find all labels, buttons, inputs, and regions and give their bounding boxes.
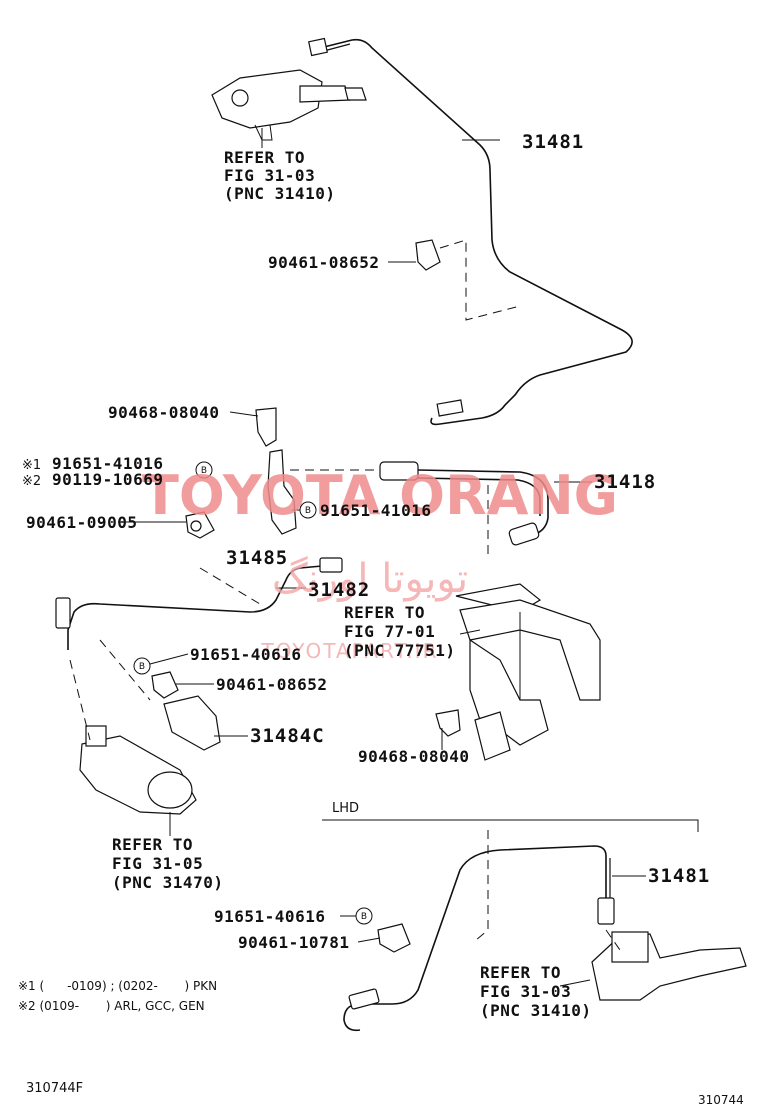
pipe-31481-lhd (343, 845, 607, 1032)
watermark-main: TOYOTA ORANG (142, 464, 618, 527)
label-90461-09005: 90461-09005 (26, 513, 137, 532)
label-91651-40616-lhd: 91651-40616 (214, 907, 325, 926)
clip-90468-08040-bot (435, 709, 461, 737)
circle-b-marker-3: B (133, 657, 151, 675)
svg-text:FIG 77-01: FIG 77-01 (344, 622, 435, 641)
footnote-1: ※1 ( -0109) ; (0202- ) PKN (18, 979, 217, 993)
circle-b-marker-4: B (355, 907, 373, 925)
section-label-lhd: LHD (332, 801, 359, 816)
watermark-arabic: تويوتا اورنگ (272, 556, 468, 602)
refer-to-fig-31-03-lhd: REFER TO FIG 31-03 (PNC 31410) (480, 963, 591, 1020)
pipe-31481-top (319, 38, 633, 426)
marker-2: ※2 (22, 474, 41, 489)
figure-code-left: 310744F (26, 1081, 83, 1096)
svg-text:(PNC 31410): (PNC 31410) (224, 184, 335, 203)
bracket-31485 (267, 449, 297, 535)
clip-90468-08040-top (255, 407, 277, 447)
svg-text:B: B (305, 506, 311, 516)
svg-text:(PNC 31410): (PNC 31410) (480, 1001, 591, 1020)
label-90461-08652-top: 90461-08652 (268, 253, 379, 272)
svg-text:REFER TO: REFER TO (344, 603, 425, 622)
label-91651-40616-mid: 91651-40616 (190, 645, 301, 664)
release-cylinder (79, 725, 197, 815)
svg-text:B: B (361, 912, 367, 922)
circle-b-marker-1: B (195, 461, 213, 479)
clutch-master-cylinder-top (211, 69, 367, 141)
svg-text:FIG 31-05: FIG 31-05 (112, 854, 203, 873)
svg-text:B: B (139, 662, 145, 672)
hose-31418 (379, 461, 549, 546)
label-31418: 31418 (594, 471, 656, 493)
label-91651-41016-a: 91651-41016 (52, 454, 163, 473)
label-31482: 31482 (308, 579, 370, 601)
refer-to-fig-31-05: REFER TO FIG 31-05 (PNC 31470) (112, 835, 223, 892)
svg-text:REFER TO: REFER TO (224, 148, 305, 167)
figure-code-right: 310744 (698, 1093, 744, 1107)
label-91651-41016-b: 91651-41016 (320, 501, 431, 520)
label-90461-08652-mid: 90461-08652 (216, 675, 327, 694)
footnote-2: ※2 (0109- ) ARL, GCC, GEN (18, 999, 205, 1013)
svg-text:REFER TO: REFER TO (112, 835, 193, 854)
circle-b-marker-2: B (299, 501, 317, 519)
label-90461-10781: 90461-10781 (238, 933, 349, 952)
lhd-divider (322, 819, 699, 832)
marker-1: ※1 (22, 458, 41, 473)
pipe-31482 (67, 565, 323, 650)
label-31481-lhd: 31481 (648, 865, 710, 887)
label-90119-10669: 90119-10669 (52, 470, 163, 489)
refer-to-fig-31-03-top: REFER TO FIG 31-03 (PNC 31410) (224, 148, 335, 203)
refer-to-fig-77-01: REFER TO FIG 77-01 (PNC 77751) (344, 603, 455, 660)
bracket-31484C (163, 695, 221, 751)
svg-text:REFER TO: REFER TO (480, 963, 561, 982)
label-90468-08040-top: 90468-08040 (108, 403, 219, 422)
label-31485: 31485 (226, 547, 288, 569)
label-31481-top: 31481 (522, 131, 584, 153)
svg-text:(PNC 31470): (PNC 31470) (112, 873, 223, 892)
svg-text:FIG 31-03: FIG 31-03 (480, 982, 571, 1001)
label-90468-08040-bot: 90468-08040 (358, 747, 469, 766)
svg-text:(PNC 77751): (PNC 77751) (344, 641, 455, 660)
watermark-site: TOYOTAPART.IR (261, 639, 439, 663)
clamp-90461-08652-mid (151, 671, 179, 699)
pedal-bracket (455, 583, 601, 761)
label-31484C: 31484C (250, 725, 325, 747)
svg-text:FIG 31-03: FIG 31-03 (224, 166, 315, 185)
clamp-90461-10781 (377, 923, 411, 953)
svg-text:B: B (201, 466, 207, 476)
clamp-90461-08652-top (415, 239, 441, 271)
